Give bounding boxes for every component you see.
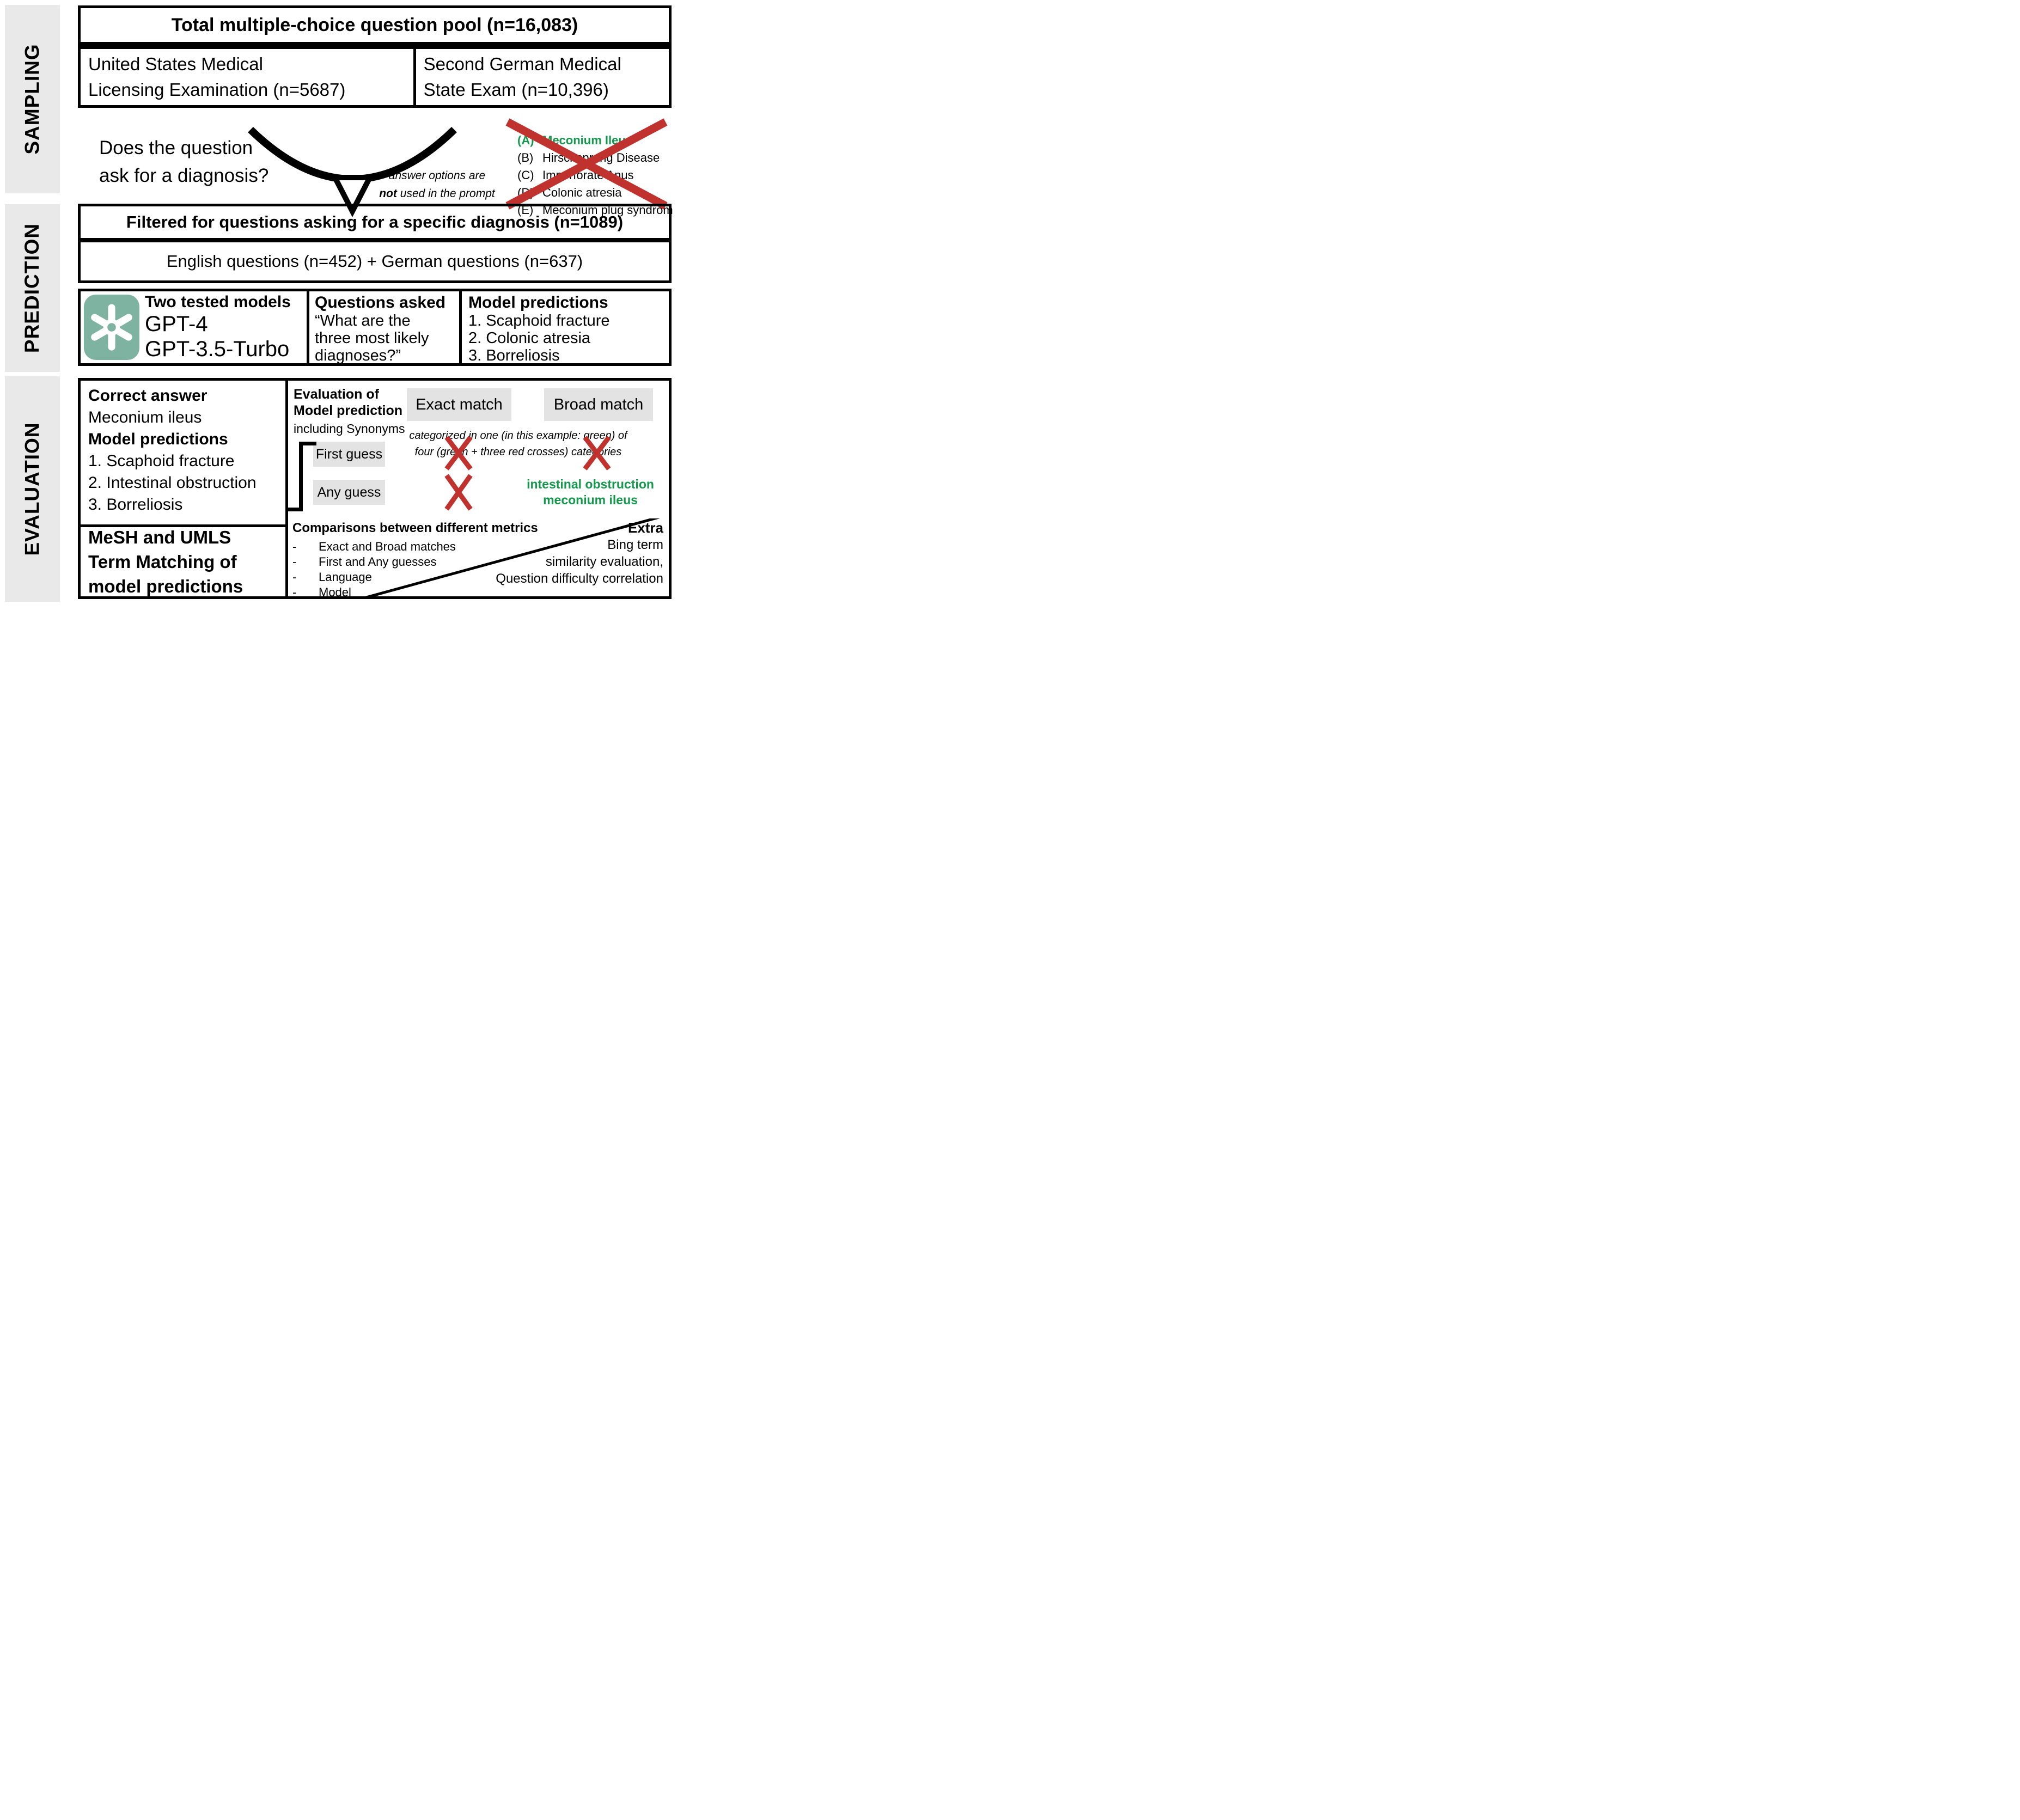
funnel-icon	[246, 125, 459, 218]
usmle-line2: Licensing Examination (n=5687)	[88, 79, 346, 100]
categorization-note: categorized in one (in this example: gre…	[409, 430, 627, 458]
correct-answer-value: Meconium ileus	[88, 408, 202, 426]
comparison-item-1: -Exact and Broad matches	[292, 540, 456, 553]
predictions-bracket-connector	[299, 442, 303, 511]
filtered-title: Filtered for questions asking for a spec…	[81, 206, 669, 242]
filter-question-line2: ask for a diagnosis?	[99, 165, 269, 186]
question-pool-title: Total multiple-choice question pool (n=1…	[171, 14, 578, 35]
cross-any-exact-icon	[444, 473, 473, 511]
filter-question-line1: Does the question	[99, 137, 253, 158]
funnel-note-bold: not	[379, 187, 397, 200]
diagonal-divider	[288, 518, 669, 596]
model-setup-table: Two tested models GPT-4 GPT-3.5-Turbo Qu…	[78, 289, 672, 366]
model-gpt4: GPT-4	[145, 312, 208, 336]
german-exam-line1: Second German Medical	[423, 53, 621, 74]
comparisons-cell: Comparisons between different metrics -E…	[288, 518, 669, 599]
eval-model-predictions-header: Model predictions	[88, 430, 228, 448]
correct-answer-header: Correct answer	[88, 387, 208, 405]
model-predictions-header: Model predictions	[468, 294, 608, 312]
figure-study-flowchart: SAMPLING PREDICTION EVALUATION Total mul…	[0, 0, 675, 607]
prediction-item-3: 3. Borreliosis	[468, 347, 560, 364]
evaluation-method-label: Evaluation of Model prediction including…	[294, 387, 405, 436]
funnel-note-line2: not used in the prompt	[370, 185, 504, 203]
usmle-box: United States Medical Licensing Examinat…	[81, 49, 416, 105]
comparison-item-2: -First and Any guesses	[292, 555, 437, 569]
eval-prediction-2: 2. Intestinal obstruction	[88, 474, 257, 492]
prediction-label: PREDICTION	[21, 223, 44, 353]
prompt-quote-line1: “What are the	[315, 312, 411, 329]
sidebar-section-prediction: PREDICTION	[5, 204, 60, 372]
extra-line-1: Bing term	[607, 538, 663, 552]
evaluation-label: EVALUATION	[21, 422, 44, 556]
eval-prediction-3: 3. Borreliosis	[88, 496, 183, 514]
question-pool-box: Total multiple-choice question pool (n=1…	[78, 5, 672, 45]
funnel-note-line1: answer options are	[388, 169, 486, 182]
sidebar-section-evaluation: EVALUATION	[5, 376, 60, 602]
openai-logo-icon	[84, 295, 139, 360]
evaluation-table: Correct answer Meconium ileus Model pred…	[78, 378, 672, 599]
mesh-umls-cell: MeSH and UMLS Term Matching of model pre…	[81, 518, 288, 596]
extra-line-3: Question difficulty correlation	[496, 571, 663, 586]
funnel-note-rest: used in the prompt	[396, 187, 495, 200]
bracket-bottom-stub	[288, 508, 303, 511]
exact-match-chip: Exact match	[407, 388, 511, 421]
prediction-item-1: 1. Scaphoid fracture	[468, 312, 610, 329]
prompt-quote-line3: diagnoses?”	[315, 347, 401, 364]
sidebar-section-sampling: SAMPLING	[5, 5, 60, 193]
comparison-item-4: -Model	[292, 585, 351, 599]
language-split: English questions (n=452) + German quest…	[166, 252, 583, 271]
model-predictions-cell: Model predictions 1. Scaphoid fracture 2…	[462, 291, 669, 364]
prediction-item-2: 2. Colonic atresia	[468, 329, 591, 347]
any-guess-chip: Any guess	[313, 480, 385, 505]
extra-analyses-block: Extra Bing term similarity evaluation, Q…	[496, 520, 663, 587]
tested-models-cell: Two tested models GPT-4 GPT-3.5-Turbo	[81, 291, 309, 363]
comparisons-list: -Exact and Broad matches -First and Any …	[292, 539, 456, 600]
comparison-item-3: -Language	[292, 570, 372, 584]
exam-sources-row: United States Medical Licensing Examinat…	[78, 45, 672, 108]
tested-models-header: Two tested models	[145, 293, 291, 311]
correct-answer-cell: Correct answer Meconium ileus Model pred…	[81, 381, 288, 527]
prompt-quote-line2: three most likely	[315, 329, 429, 347]
questions-asked-header: Questions asked	[315, 294, 446, 312]
usmle-line1: United States Medical	[88, 53, 263, 74]
broad-match-result: intestinal obstruction meconium ileus	[527, 477, 654, 507]
cross-first-broad-icon	[582, 435, 612, 471]
match-matrix-cell: Evaluation of Model prediction including…	[288, 381, 669, 518]
cross-first-exact-icon	[444, 435, 473, 471]
discard-cross-icon	[502, 118, 671, 210]
eval-prediction-1: 1. Scaphoid fracture	[88, 452, 235, 470]
first-guess-chip: First guess	[313, 442, 385, 467]
filter-question: Does the question ask for a diagnosis?	[99, 134, 268, 190]
extra-line-2: similarity evaluation,	[545, 554, 663, 569]
broad-match-chip: Broad match	[544, 388, 653, 421]
sampling-label: SAMPLING	[21, 44, 44, 155]
questions-asked-cell: Questions asked “What are the three most…	[309, 291, 462, 364]
filtered-box: Filtered for questions asking for a spec…	[78, 204, 672, 283]
extra-header: Extra	[627, 520, 663, 536]
german-exam-box: Second German Medical State Exam (n=10,3…	[416, 49, 669, 105]
german-exam-line2: State Exam (n=10,396)	[423, 79, 609, 100]
model-gpt35: GPT-3.5-Turbo	[145, 337, 290, 361]
bracket-top-stub	[299, 442, 316, 445]
funnel-note: answer options are not used in the promp…	[370, 167, 504, 203]
comparisons-header: Comparisons between different metrics	[292, 521, 538, 535]
